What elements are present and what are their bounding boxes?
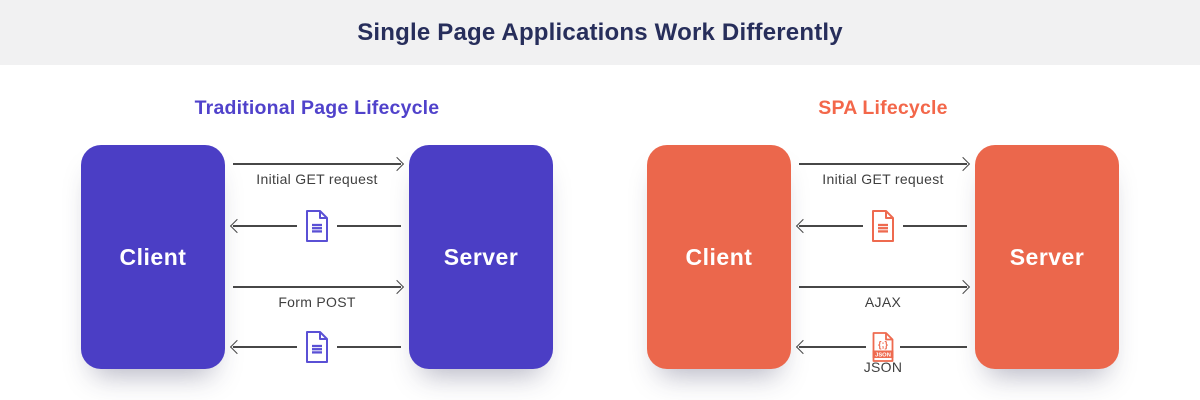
json-braces-glyph: {;}: [878, 339, 888, 349]
spa-client-label: Client: [685, 243, 753, 270]
traditional-server-label: Server: [443, 243, 519, 270]
flow-label: AJAX: [864, 294, 902, 310]
flow-label: Form POST: [278, 294, 356, 310]
flow-label: Initial GET request: [256, 171, 378, 187]
spa-server-label: Server: [1009, 243, 1085, 270]
traditional-lifecycle-panel: Traditional Page Lifecycle Client Server…: [81, 80, 553, 392]
arrow-right-icon: [799, 286, 967, 288]
spa-heading: SPA Lifecycle: [818, 97, 948, 119]
flow-label: JSON: [863, 359, 903, 375]
arrow-right-icon: [233, 163, 401, 165]
traditional-server-box: Server: [409, 145, 553, 369]
spa-server-box: Server: [975, 145, 1119, 369]
document-icon: [297, 209, 337, 243]
traditional-client-label: Client: [119, 243, 187, 270]
json-badge-text: JSON: [875, 352, 891, 358]
traditional-client-box: Client: [81, 145, 225, 369]
json-file-icon: {;} JSON: [866, 331, 900, 363]
header-banner: Single Page Applications Work Differentl…: [0, 0, 1200, 65]
arrow-right-icon: [799, 163, 967, 165]
page-title: Single Page Applications Work Differentl…: [357, 18, 843, 46]
document-icon: [863, 209, 903, 243]
spa-flows: Initial GET request AJAX: [791, 145, 975, 375]
flow-label: Initial GET request: [822, 171, 944, 187]
traditional-heading: Traditional Page Lifecycle: [194, 97, 440, 119]
traditional-flows: Initial GET request Form POST: [225, 145, 409, 369]
document-icon: [297, 330, 337, 364]
spa-client-box: Client: [647, 145, 791, 369]
arrow-right-icon: [233, 286, 401, 288]
spa-lifecycle-panel: SPA Lifecycle Client Server Initial GET …: [647, 80, 1119, 392]
